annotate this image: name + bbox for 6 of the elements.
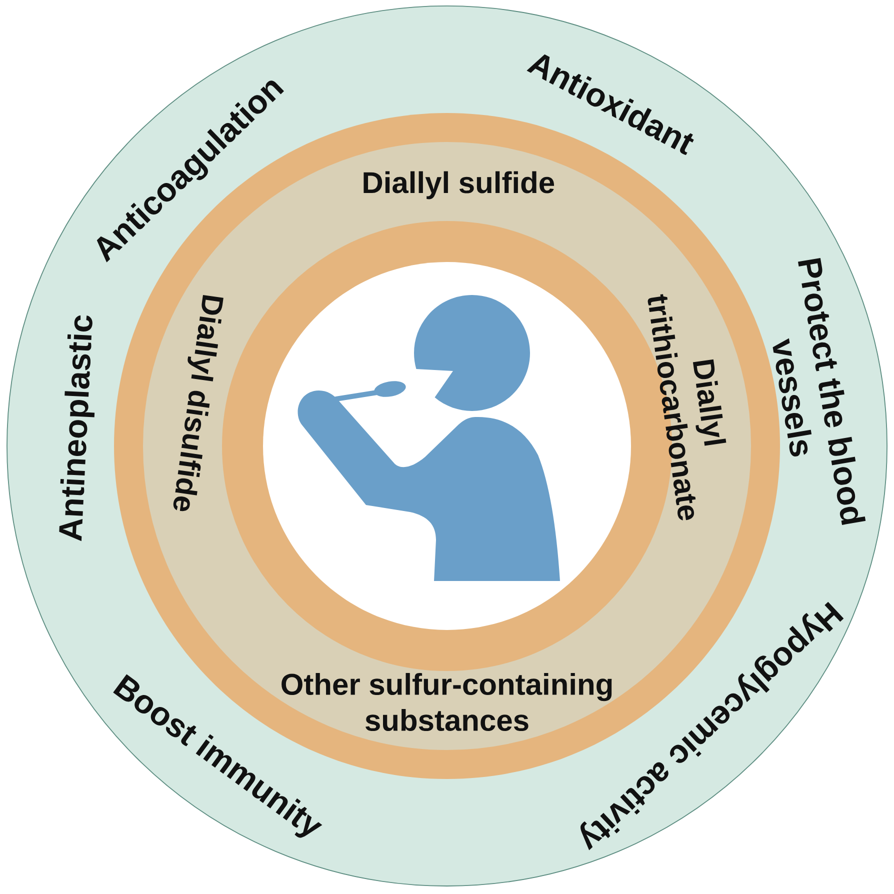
ring-label: Other sulfur-containing substances xyxy=(282,672,612,732)
ring-label: Antineoplastic xyxy=(59,315,95,542)
ring-label: Protect the blood vessels xyxy=(772,258,866,526)
ring-label: Diallyl sulfide xyxy=(364,171,554,200)
ring-label: Diallyl disulfide xyxy=(173,295,224,512)
ring-label: Diallyl trithiocarbonate xyxy=(648,294,726,520)
